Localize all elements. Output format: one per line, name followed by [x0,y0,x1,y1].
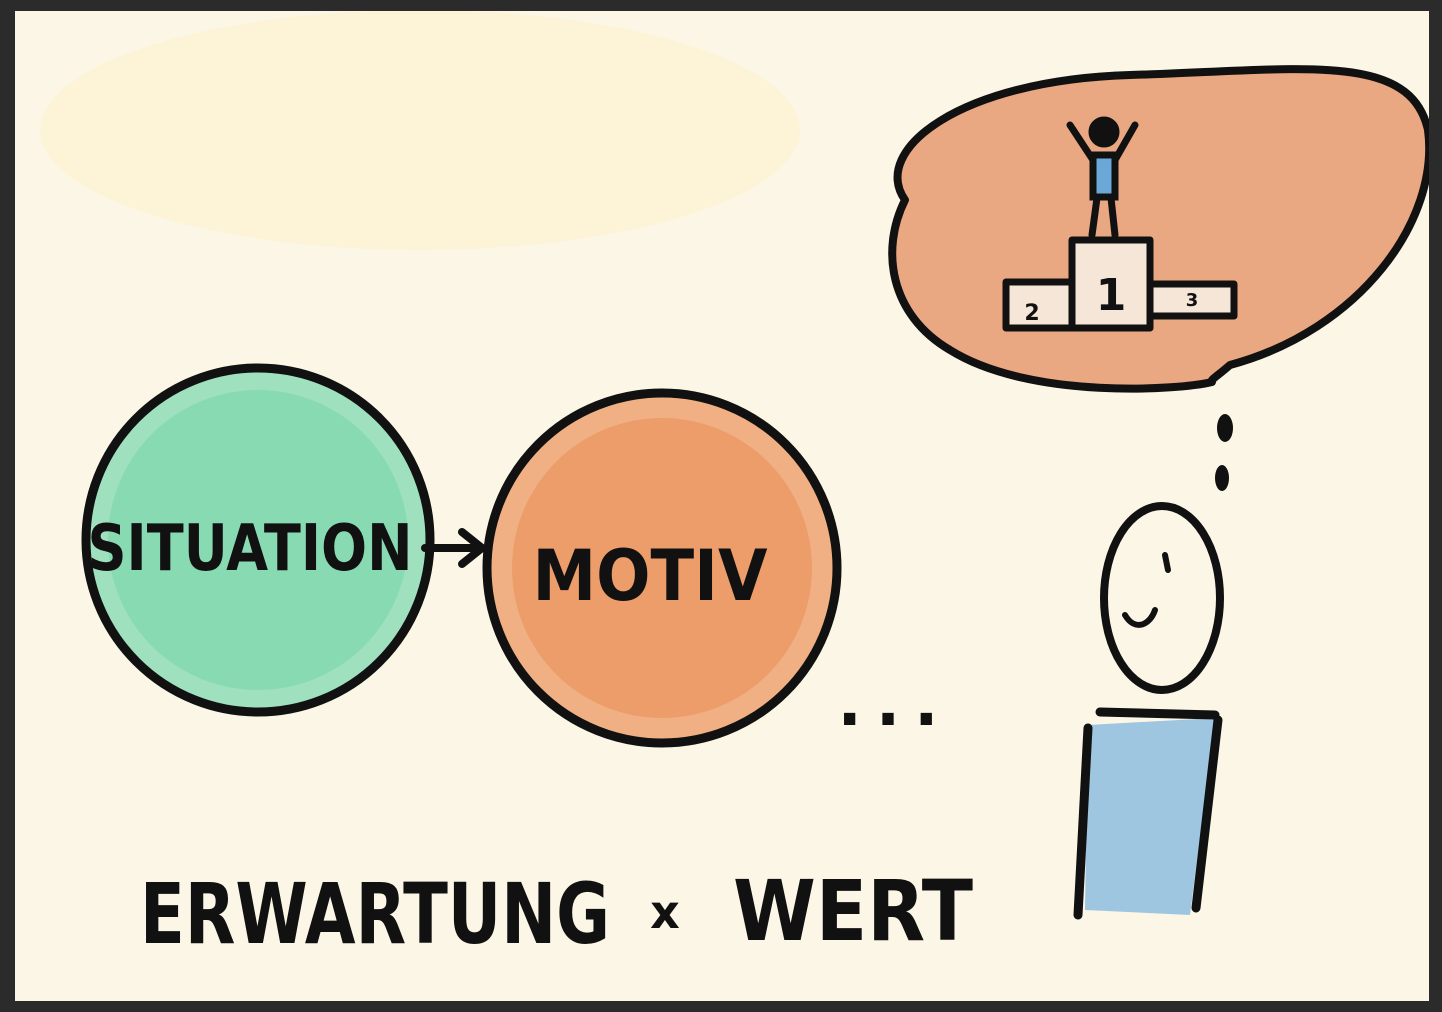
person-body-right [1191,715,1223,913]
thought-dot [1217,414,1233,442]
winner-figure [1066,116,1139,239]
person-body-left [1073,723,1093,920]
situation-circle [81,363,435,717]
motiv-node: MOTIV [482,388,842,748]
person-body-fill [1085,718,1215,915]
formula-right: WERT [733,862,973,960]
podium-third-label: 3 [1186,290,1199,311]
situation-label: SITUATION [88,512,413,586]
motiv-circle [482,388,842,748]
podium [1002,236,1238,332]
ellipsis: ... [838,667,953,741]
person-head [1100,502,1224,694]
card-border [9,5,1435,1007]
paper-wash [40,10,800,250]
arrow-right-icon [421,528,489,568]
person-figure [1073,502,1224,920]
formula-left: ERWARTUNG [140,865,610,963]
formula-operator: x [650,885,680,939]
podium-first-label: 1 [1096,270,1127,321]
podium-second-block [1002,278,1076,332]
podium-third-block [1146,280,1238,320]
situation-node: SITUATION [81,363,435,717]
person-smile [1122,607,1158,628]
podium-scene: 1 2 3 [1002,116,1238,332]
podium-second-label: 2 [1024,301,1039,326]
thought-dot [1215,465,1229,491]
person-shoulders [1095,707,1220,720]
motiv-label: MOTIV [533,535,768,617]
formula: ERWARTUNG x WERT [140,862,973,963]
person-eye [1162,552,1171,573]
